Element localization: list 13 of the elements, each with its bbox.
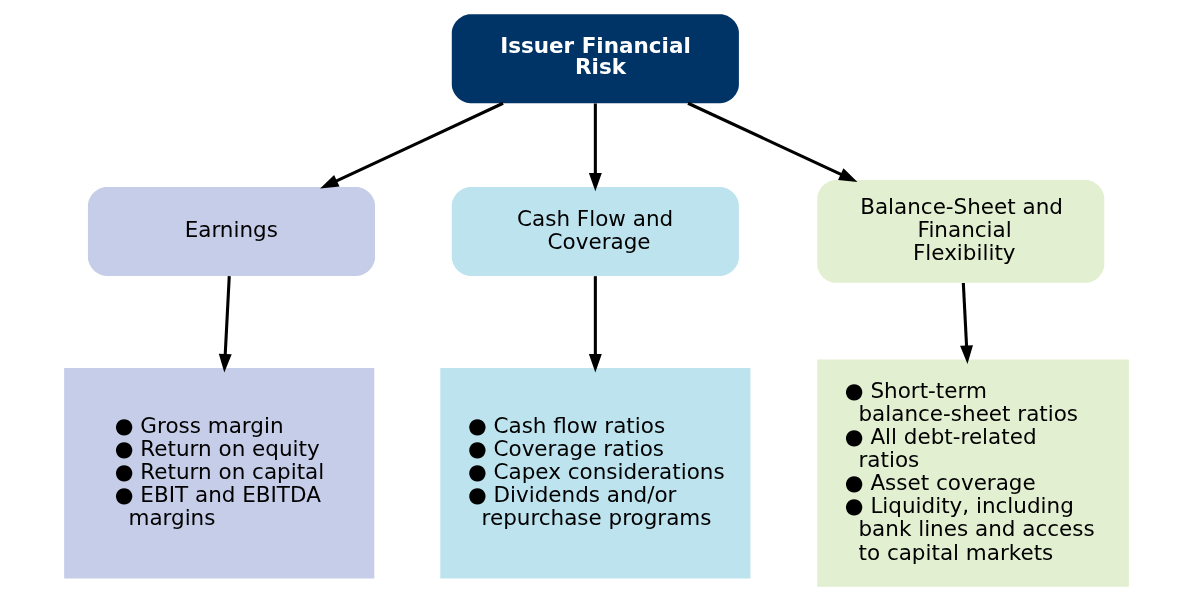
node-box: ● Short-term balance-sheet ratios ● All debt-related ratios ● Asset coverage ● Liquidity, including bank lines and access to capital markets — [816, 359, 1129, 587]
arrow — [218, 276, 232, 373]
node-box: Cash Flow and Coverage — [451, 186, 739, 276]
arrow — [588, 103, 602, 192]
node-box: Earnings — [87, 186, 375, 276]
arrow — [686, 101, 857, 182]
arrow — [959, 282, 973, 364]
node-box: Issuer Financial Risk — [451, 14, 739, 104]
node-box: ● Cash flow ratios ● Coverage ratios ● Capex considerations ● Dividends and/or repurchase programs — [439, 368, 750, 579]
node-box: Balance-Sheet and Financial Flexibility — [816, 180, 1104, 283]
node-box: ● Gross margin ● Return on equity ● Return on capital ● EBIT and EBITDA margins — [63, 368, 374, 579]
arrow — [319, 101, 504, 189]
arrow — [588, 276, 602, 373]
